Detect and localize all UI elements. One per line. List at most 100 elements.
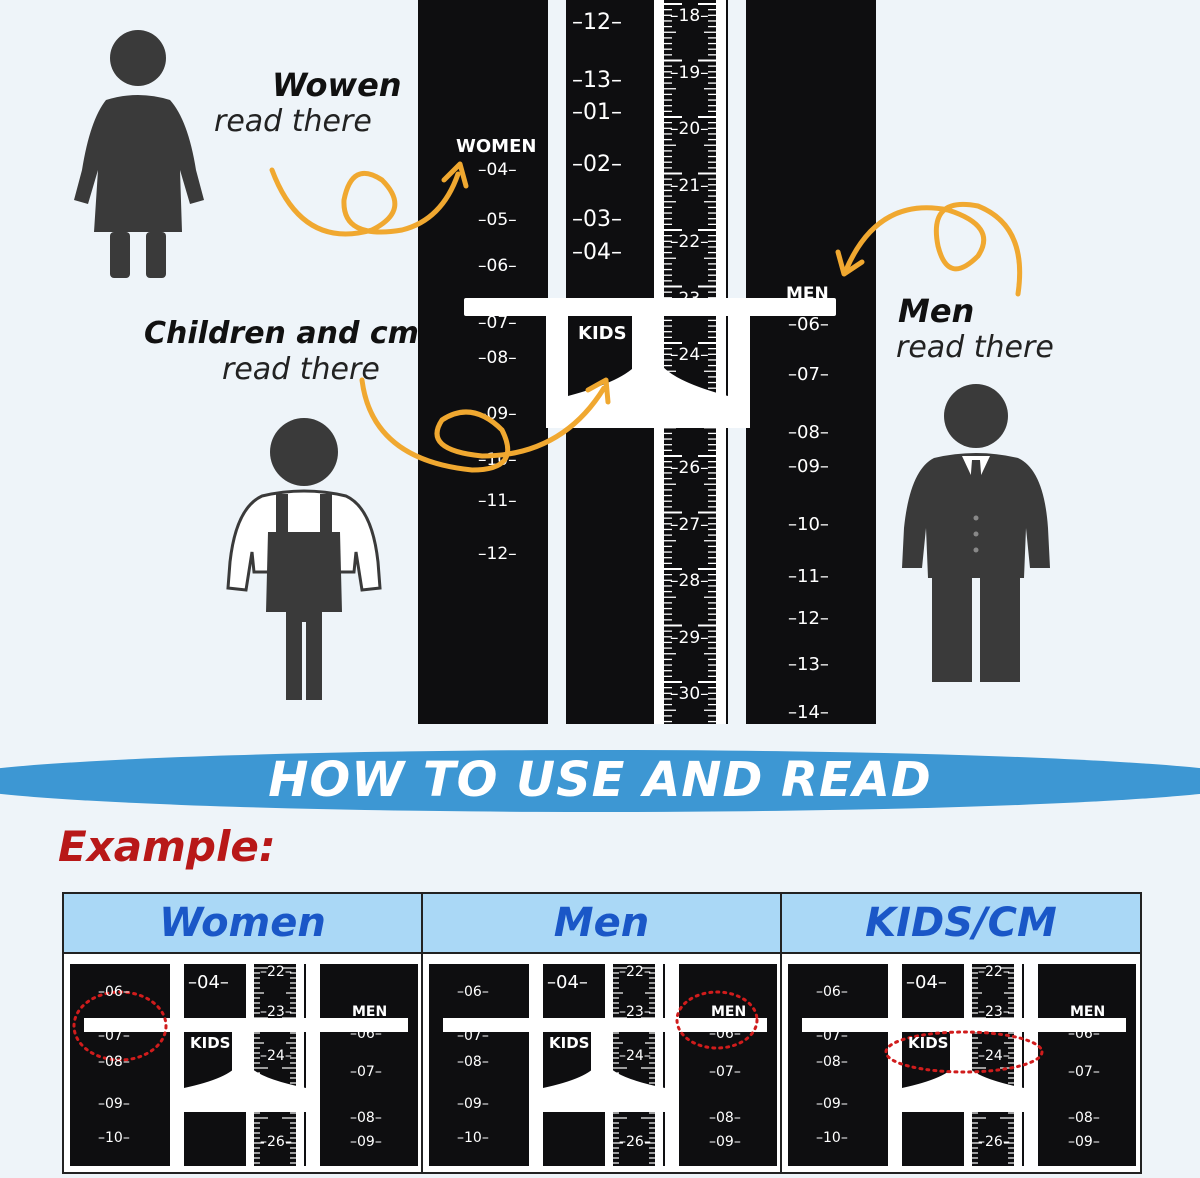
cm-scale-label: –24– [670,345,709,365]
example-panel-men: –06– –07– –08– –09– –10– –04– –22– –23– –24– –26–… [429,964,777,1166]
example-women-label: –06– [816,984,848,1000]
ruler-main: WOMEN MEN KIDS –04––05––06––07––08––09––… [418,0,876,724]
example-men-label: –06– [350,1026,382,1042]
example-cm-label: –26– [978,1134,1010,1150]
cm-scale-label: –25– [670,401,709,422]
example-women-label: –09– [98,1096,130,1112]
kids-scale-label: –12– [572,10,622,35]
example-cm-label: –23– [619,1004,651,1020]
example-men-label: –07– [709,1064,741,1080]
cm-scale-label: –28– [670,571,709,591]
example-men-title: MEN [711,1004,747,1020]
example-men-label: –08– [350,1110,382,1126]
cm-scale-label: –30– [670,684,709,704]
cm-scale-label: –21– [670,175,709,196]
children-heading: Children and cm [144,316,419,351]
curly-arrow-icon [269,161,469,237]
banner-title: HOW TO USE AND READ [268,752,932,808]
example-kids-label: –04– [906,972,947,993]
example-cm-label: –24– [619,1048,651,1064]
example-cm-label: –22– [978,964,1010,980]
cm-scale-label: –27– [670,514,709,535]
example-cm-label: –26– [260,1134,292,1150]
women-scale-label: –08– [478,348,517,368]
cm-scale-label: –23– [670,288,709,309]
example-kids-title: KIDS [908,1034,949,1052]
cm-scale-label: –20– [670,119,709,139]
example-ruler-graphic [70,964,418,1166]
men-scale-label: –10– [788,514,829,535]
example-panel-women: –06––07––08––09––10––04––22––23––24––26–… [70,964,418,1166]
example-men-label: –06– [1068,1026,1100,1042]
example-men-label: –07– [1068,1064,1100,1080]
banner [0,750,1200,812]
men-scale-title: MEN [786,284,829,304]
column-header-women: Women [64,894,423,952]
example-ruler-graphic [429,964,777,1166]
ruler-graphic [418,0,876,724]
highlight-circle [72,990,168,1062]
cm-scale-label: –18– [670,6,709,26]
example-cm-label: –23– [260,1004,292,1020]
example-women-label: –10– [98,1130,130,1146]
example-kids-label: –04– [547,972,588,993]
kids-scale-label: –03– [572,207,622,232]
example-men-label: –08– [1068,1110,1100,1126]
women-scale-title: WOMEN [456,136,537,157]
example-women-label: –10– [816,1130,848,1146]
example-men-label: –09– [1068,1134,1100,1150]
curly-arrow-icon [359,377,611,473]
men-read-text: read there [896,330,1054,365]
cm-scale-label: –22– [670,232,709,252]
men-scale-label: –08– [788,422,829,443]
men-scale-label: –12– [788,608,829,629]
women-scale-label: –04– [478,160,517,180]
example-women-label: –06– [98,984,130,1000]
example-women-label: –08– [98,1054,130,1070]
child-icon [222,412,388,704]
example-kids-title: KIDS [190,1034,231,1052]
example-women-label: –08– [457,1054,489,1070]
women-scale-label: –11– [478,491,517,511]
example-cm-label: –22– [619,964,651,980]
women-scale-label: –05– [478,210,517,230]
women-heading: Wowen [272,66,402,104]
women-scale-label: –06– [478,256,517,276]
example-women-label: –07– [816,1028,848,1044]
example-women-label: –07– [457,1028,489,1044]
example-cm-label: –22– [260,964,292,980]
example-women-label: –07– [98,1028,130,1044]
man-icon [902,378,1052,684]
example-men-title: MEN [1070,1004,1106,1020]
example-women-label: –09– [816,1096,848,1112]
example-men-label: –06– [709,1026,741,1042]
men-heading: Men [898,292,975,330]
example-women-label: –06– [457,984,489,1000]
example-women-label: –09– [457,1096,489,1112]
column-header-men: Men [423,894,782,952]
example-table: Women Men KIDS/CM –06––07––08––09––10––0… [62,892,1142,1174]
example-men-label: –09– [350,1134,382,1150]
example-women-label: –10– [457,1130,489,1146]
highlight-circle [675,990,759,1050]
men-scale-label: –06– [788,314,829,335]
kids-scale-label: –04– [572,240,622,265]
column-header-kids: KIDS/CM [782,894,1140,952]
example-men-label: –09– [709,1134,741,1150]
cm-scale-label: –29– [670,627,709,648]
example-cm-label: –23– [978,1004,1010,1020]
women-read-text: read there [214,104,372,139]
kids-scale-label: –02– [572,152,622,177]
men-scale-label: –07– [788,364,829,385]
example-men-label: –07– [350,1064,382,1080]
women-scale-label: –07– [478,313,517,333]
example-kids-title: KIDS [549,1034,590,1052]
kids-scale-label: –13– [572,68,622,93]
men-scale-label: –14– [788,702,829,723]
kids-scale-title: KIDS [578,323,627,344]
example-women-label: –08– [816,1054,848,1070]
example-panel-kids: –06––07––08––09––10––04––22––23––24––26–… [788,964,1136,1166]
example-men-label: –08– [709,1110,741,1126]
kids-scale-label: –01– [572,100,622,125]
example-cm-label: –26– [619,1134,651,1150]
